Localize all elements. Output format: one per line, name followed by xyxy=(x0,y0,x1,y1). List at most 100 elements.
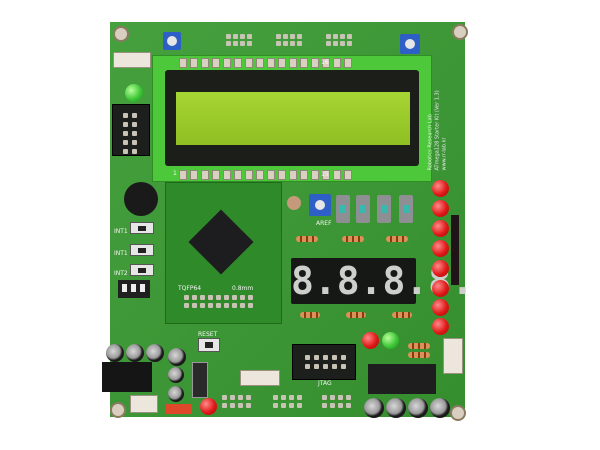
button-label-int1: INT1 PD1 xyxy=(114,250,142,257)
jtag-header-connector[interactable] xyxy=(292,344,356,380)
capacitor xyxy=(168,386,184,402)
dc-power-jack[interactable] xyxy=(102,362,152,392)
serial-connector-right xyxy=(443,338,463,374)
resistor xyxy=(296,236,318,242)
lcd-screen xyxy=(176,92,410,145)
capacitor xyxy=(126,344,144,362)
light-sensor-ldr xyxy=(287,196,301,210)
mcu-breakout-pins xyxy=(184,295,253,308)
lcd-pin-16-label: 16 xyxy=(321,59,329,66)
dip-switch-3way[interactable] xyxy=(118,280,150,298)
mounting-hole-bottom-right xyxy=(450,405,466,421)
lcd-bezel xyxy=(165,70,419,166)
dip-switch-2[interactable] xyxy=(131,284,136,292)
led-pb7 xyxy=(432,318,449,335)
slide-switch-1[interactable] xyxy=(336,195,350,223)
resistor xyxy=(408,343,430,349)
pot-dial-icon xyxy=(167,36,177,46)
seven-segment-display: 8. 8. 8. 8. xyxy=(291,258,474,304)
led-pb4 xyxy=(432,260,449,277)
capacitor xyxy=(106,344,124,362)
mounting-hole-top-left xyxy=(113,26,129,42)
seven-segment-digit-2: 8. xyxy=(336,259,383,303)
board-title-block: Robotics Research Lab ATmega128 Starter … xyxy=(418,70,458,170)
power-connector-top xyxy=(113,52,151,68)
board-title-line2: ATmega128 Starter Kit (Ver 1.3) xyxy=(434,90,441,171)
lcd-pins-bottom xyxy=(179,170,355,180)
power-led-red xyxy=(200,398,217,415)
mcu-pitch-label: 0.8mm xyxy=(232,285,254,292)
mounting-hole-bottom-left xyxy=(110,402,126,418)
push-button-int2[interactable] xyxy=(130,264,154,276)
capacitor xyxy=(168,367,184,383)
capacitor xyxy=(386,398,406,418)
capacitor xyxy=(146,344,164,362)
mcu-socket-area: TQFP64 0.8mm xyxy=(165,182,282,324)
slide-switch-4[interactable] xyxy=(399,195,413,223)
resistor xyxy=(392,312,412,318)
resistor xyxy=(408,352,430,358)
slide-switch-2[interactable] xyxy=(356,195,370,223)
lcd-module: 16 1 15 xyxy=(152,55,432,182)
dip-switch-1[interactable] xyxy=(122,284,127,292)
isp-header-pins xyxy=(123,113,137,154)
isp-header-connector[interactable] xyxy=(112,104,150,156)
mounting-hole-top-right xyxy=(452,24,468,40)
push-button-int0[interactable] xyxy=(130,222,154,234)
button-label-int0: INT1 PD0 xyxy=(114,228,142,235)
pot-dial-icon xyxy=(405,39,415,49)
reset-label: RESET xyxy=(198,331,218,338)
board-title-line1: Robotics Research Lab xyxy=(427,114,434,171)
board-title-line3: www.rr-lab.kr xyxy=(441,137,448,171)
atmega128-chip xyxy=(188,209,254,275)
pin-header-top-1 xyxy=(226,34,252,46)
push-button-int1[interactable] xyxy=(130,244,154,256)
piezo-buzzer xyxy=(124,182,158,216)
led-pb3 xyxy=(432,240,449,257)
pin-header-top-2 xyxy=(276,34,302,46)
potentiometer-lcd-contrast[interactable] xyxy=(400,34,420,54)
lcd-pin-1-label: 1 xyxy=(173,170,177,177)
pin-header-bottom-3 xyxy=(322,395,351,408)
lcd-pin-15-label: 15 xyxy=(321,171,329,178)
led-resistor-array xyxy=(451,215,459,285)
power-slide-switch[interactable] xyxy=(166,404,192,414)
jtag-label: JTAG xyxy=(318,380,332,387)
led-pb6 xyxy=(432,299,449,316)
led-pb5 xyxy=(432,280,449,297)
status-led-green xyxy=(382,332,399,349)
led-pb0 xyxy=(432,180,449,197)
reset-button[interactable] xyxy=(198,338,220,352)
dip-ic-chip xyxy=(368,364,436,394)
led-pb2 xyxy=(432,220,449,237)
capacitor xyxy=(168,348,186,366)
potentiometer-aref[interactable] xyxy=(309,194,331,216)
pin-header-bottom-1 xyxy=(222,395,251,408)
resistor xyxy=(342,236,364,242)
resistor xyxy=(386,236,408,242)
dip-switch-3[interactable] xyxy=(140,284,145,292)
resistor xyxy=(346,312,366,318)
pin-header-top-3 xyxy=(326,34,352,46)
power-led-green xyxy=(125,84,143,102)
seven-segment-digit-3: 8. xyxy=(382,259,429,303)
potentiometer-top-left[interactable] xyxy=(163,32,181,50)
button-label-int2: INT2 PD2 xyxy=(114,270,142,277)
seven-segment-digit-1: 8. xyxy=(291,259,337,303)
led-pb1 xyxy=(432,200,449,217)
lcd-pins-top xyxy=(179,58,355,68)
mcu-package-label: TQFP64 xyxy=(178,285,202,292)
resistor xyxy=(300,312,320,318)
uart-connector xyxy=(240,370,280,386)
slide-switch-3[interactable] xyxy=(377,195,391,223)
jtag-header-pins xyxy=(305,355,346,369)
capacitor xyxy=(408,398,428,418)
pin-header-bottom-2 xyxy=(273,395,302,408)
voltage-regulator xyxy=(192,362,208,398)
capacitor xyxy=(364,398,384,418)
aref-label: AREF xyxy=(316,220,332,227)
pot-dial-icon xyxy=(315,200,325,210)
power-connector-bottom xyxy=(130,395,158,413)
status-led-red xyxy=(362,332,379,349)
capacitor xyxy=(430,398,450,418)
